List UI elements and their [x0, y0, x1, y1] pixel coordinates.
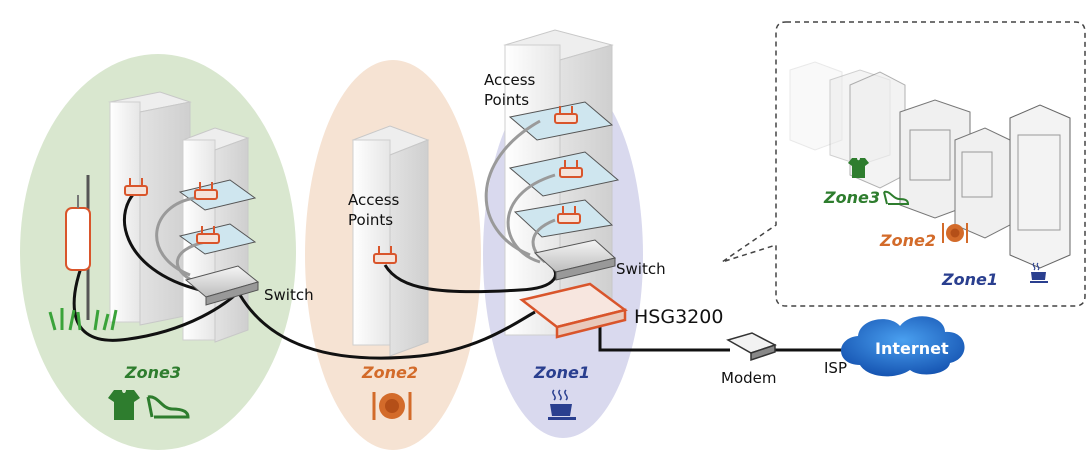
inset-shirt-icon — [848, 158, 869, 178]
dining-plate-icon — [372, 392, 412, 420]
modem-icon — [726, 332, 777, 362]
label-modem: Modem — [721, 369, 776, 387]
switch-right-icon — [533, 239, 617, 281]
label-switch-right: Switch — [616, 260, 666, 278]
access-point-icon — [124, 106, 583, 264]
inset-coffee-cup-icon — [1030, 262, 1048, 283]
grass-icon — [48, 308, 118, 331]
inset-high-heel-shoe-icon — [883, 190, 910, 205]
building-zone2 — [351, 125, 430, 357]
inset-zone2-label: Zone2 — [879, 231, 936, 250]
label-internet: Internet — [875, 339, 949, 358]
outdoor-access-point-icon — [65, 175, 91, 320]
hsg3200-gateway-icon — [519, 282, 628, 339]
label-switch-left: Switch — [264, 286, 314, 304]
switch-left-icon — [184, 265, 260, 306]
inset-dining-plate-icon — [942, 223, 968, 243]
coffee-cup-icon — [548, 389, 576, 420]
grey-cables — [155, 119, 556, 284]
zone3-label: Zone3 — [124, 363, 181, 382]
internet-cloud-icon — [840, 316, 965, 377]
label-hsg3200: HSG3200 — [634, 306, 723, 328]
high-heel-shoe-icon — [146, 395, 190, 419]
zone2-label: Zone2 — [361, 363, 418, 382]
building-zone3-back — [108, 91, 192, 326]
label-isp: ISP — [824, 359, 847, 377]
inset-zone3-label: Zone3 — [823, 188, 880, 207]
shirt-icon — [108, 390, 140, 420]
inset-zone1-label: Zone1 — [941, 270, 998, 289]
zone1-label: Zone1 — [533, 363, 590, 382]
